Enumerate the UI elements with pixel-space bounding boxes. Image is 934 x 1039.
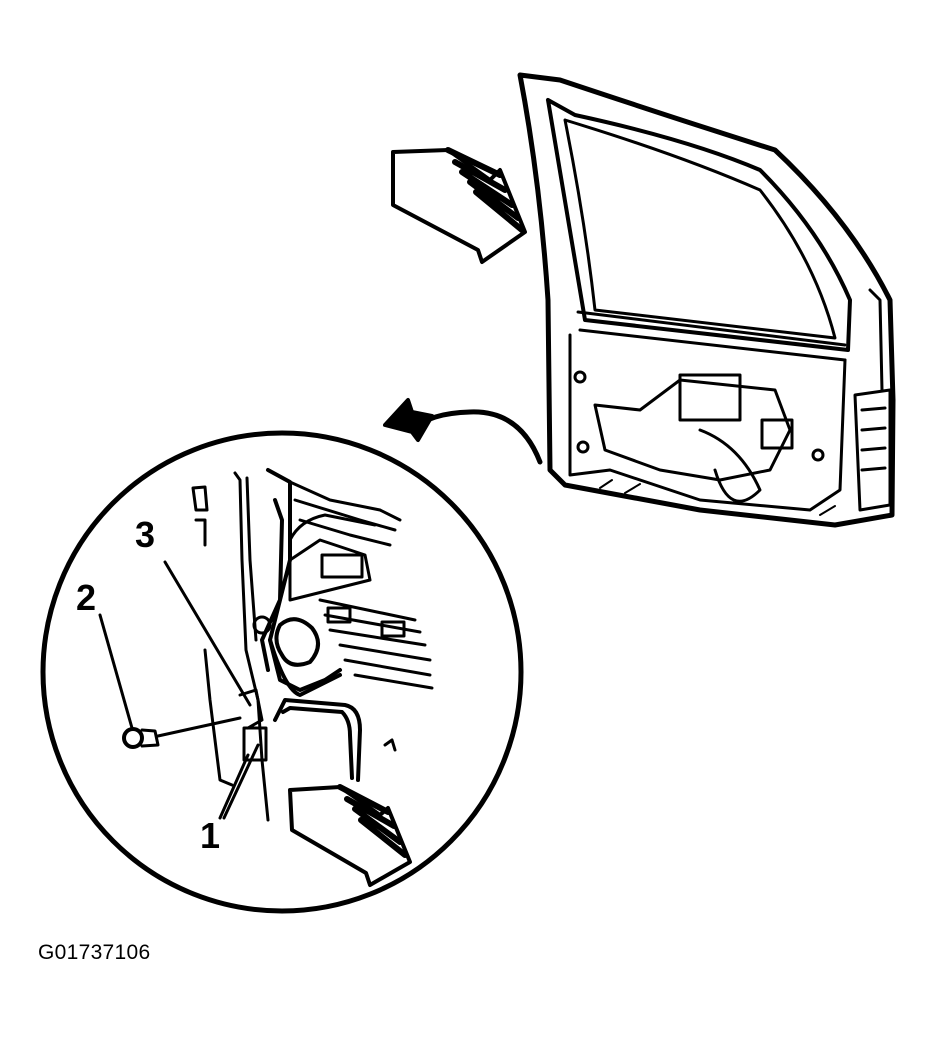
detail-pointer-arrow [383,398,543,465]
detail-circle [40,430,524,914]
door-edge-strip [868,288,884,392]
door-overview [517,72,896,528]
lock-striker [242,726,268,762]
leader-line-1a [218,753,250,820]
small-bracket [383,738,397,752]
door-hinge-pillar-left [203,648,234,787]
door-bottom-hatching [599,479,836,516]
door-lock-rod [288,513,377,542]
direction-arrow-upper [391,147,527,264]
mount-point-a [573,370,587,384]
detail-view [98,468,434,822]
mount-point-b [576,440,590,454]
regulator-arm [698,428,762,503]
latch-plate [320,553,364,579]
panel-ribs [318,598,434,690]
door-belt-line [576,310,847,362]
leader-line-3 [163,560,252,707]
actuator-bolt [252,615,272,635]
door-outer-frame [517,72,896,528]
door-inner-panel [568,333,847,512]
door-edge-panel [853,388,892,512]
leader-line-2 [98,613,134,730]
window-glass-edge [563,118,837,340]
door-bolt [122,716,242,749]
panel-clip-b [380,620,406,638]
door-frame-edge [191,485,209,547]
mount-point-c [811,448,825,462]
callout-2: 2 [76,577,97,618]
figure-id: G01737106 [38,941,151,964]
window-frame-inner [546,98,852,352]
striker-mount [238,688,264,730]
wire-harness [268,638,342,697]
callout-1: 1 [200,815,221,856]
latch-housing [288,538,372,602]
lock-actuator [678,373,742,422]
latch-assembly [760,418,794,450]
panel-clip-a [326,606,352,624]
direction-arrow-lower [288,784,412,887]
leader-line-1b [222,743,260,820]
callout-3: 3 [135,514,156,555]
door-panel-top-edges [288,480,402,547]
door-access-hole [593,378,792,482]
door-lower-opening [273,698,362,782]
actuator-body [274,617,320,667]
